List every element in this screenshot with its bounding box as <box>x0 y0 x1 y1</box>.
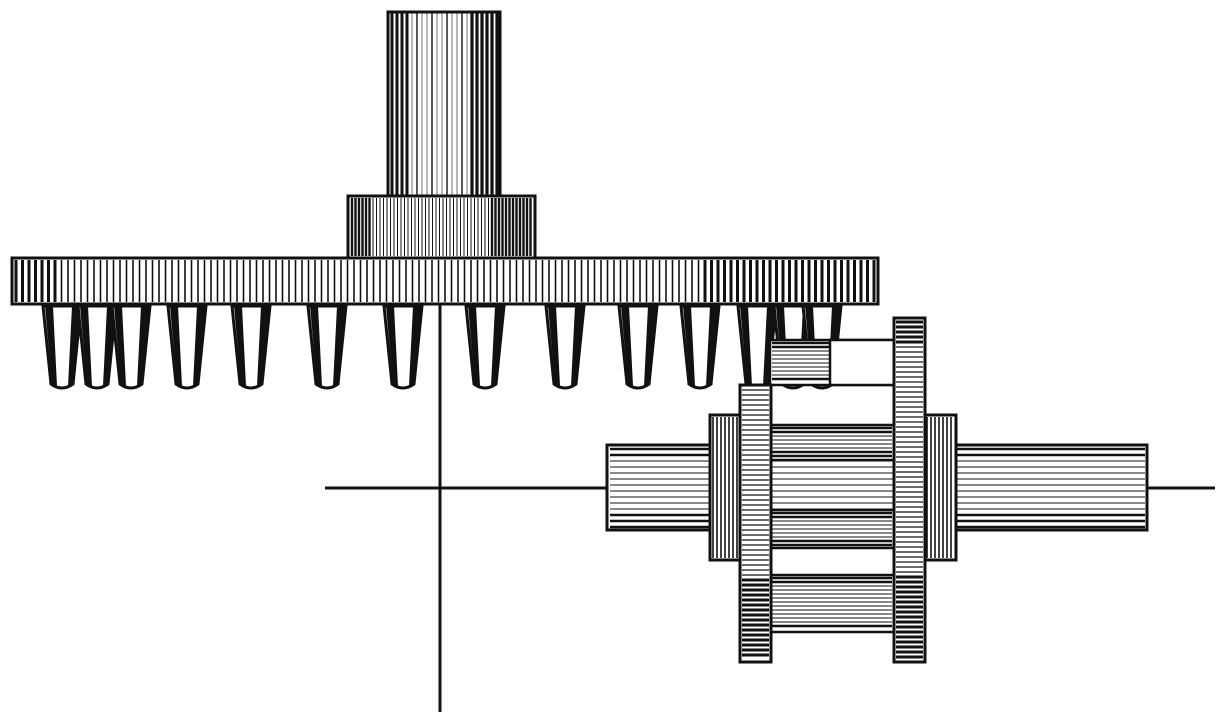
pinion-disc-right <box>892 316 927 664</box>
tooth-shading <box>80 306 92 386</box>
tooth-shading <box>103 306 115 386</box>
tooth-shading <box>468 306 480 386</box>
pinion-stave <box>768 573 896 634</box>
tooth-shading <box>310 306 322 386</box>
tooth-shading <box>571 306 583 386</box>
tooth-shading <box>234 306 246 386</box>
crown-wheel-teeth <box>41 304 843 390</box>
pinion-stave-top <box>828 338 896 387</box>
lantern-pinion <box>708 316 958 664</box>
collar-body <box>346 194 537 260</box>
tooth-shading <box>137 306 149 386</box>
tooth-shading <box>706 306 718 386</box>
tooth-shading <box>644 306 656 386</box>
tooth-shading <box>683 306 695 386</box>
tooth-shading <box>257 306 269 386</box>
tooth-shading <box>491 306 503 386</box>
tooth-shading <box>740 306 752 386</box>
tooth-shading <box>621 306 633 386</box>
crown-wheel-rim <box>10 256 880 306</box>
pinion-stave <box>768 423 896 462</box>
vertical-shaft <box>386 10 502 200</box>
tooth-shading <box>409 306 421 386</box>
tooth-shading <box>114 306 126 386</box>
tooth-shading <box>333 306 345 386</box>
tooth-shading <box>170 306 182 386</box>
tooth-shading <box>386 306 398 386</box>
tooth-shading <box>548 306 560 386</box>
tooth-shading <box>68 306 80 386</box>
hub-collar <box>346 194 537 260</box>
tooth-shading <box>193 306 205 386</box>
tooth-shading <box>45 306 57 386</box>
